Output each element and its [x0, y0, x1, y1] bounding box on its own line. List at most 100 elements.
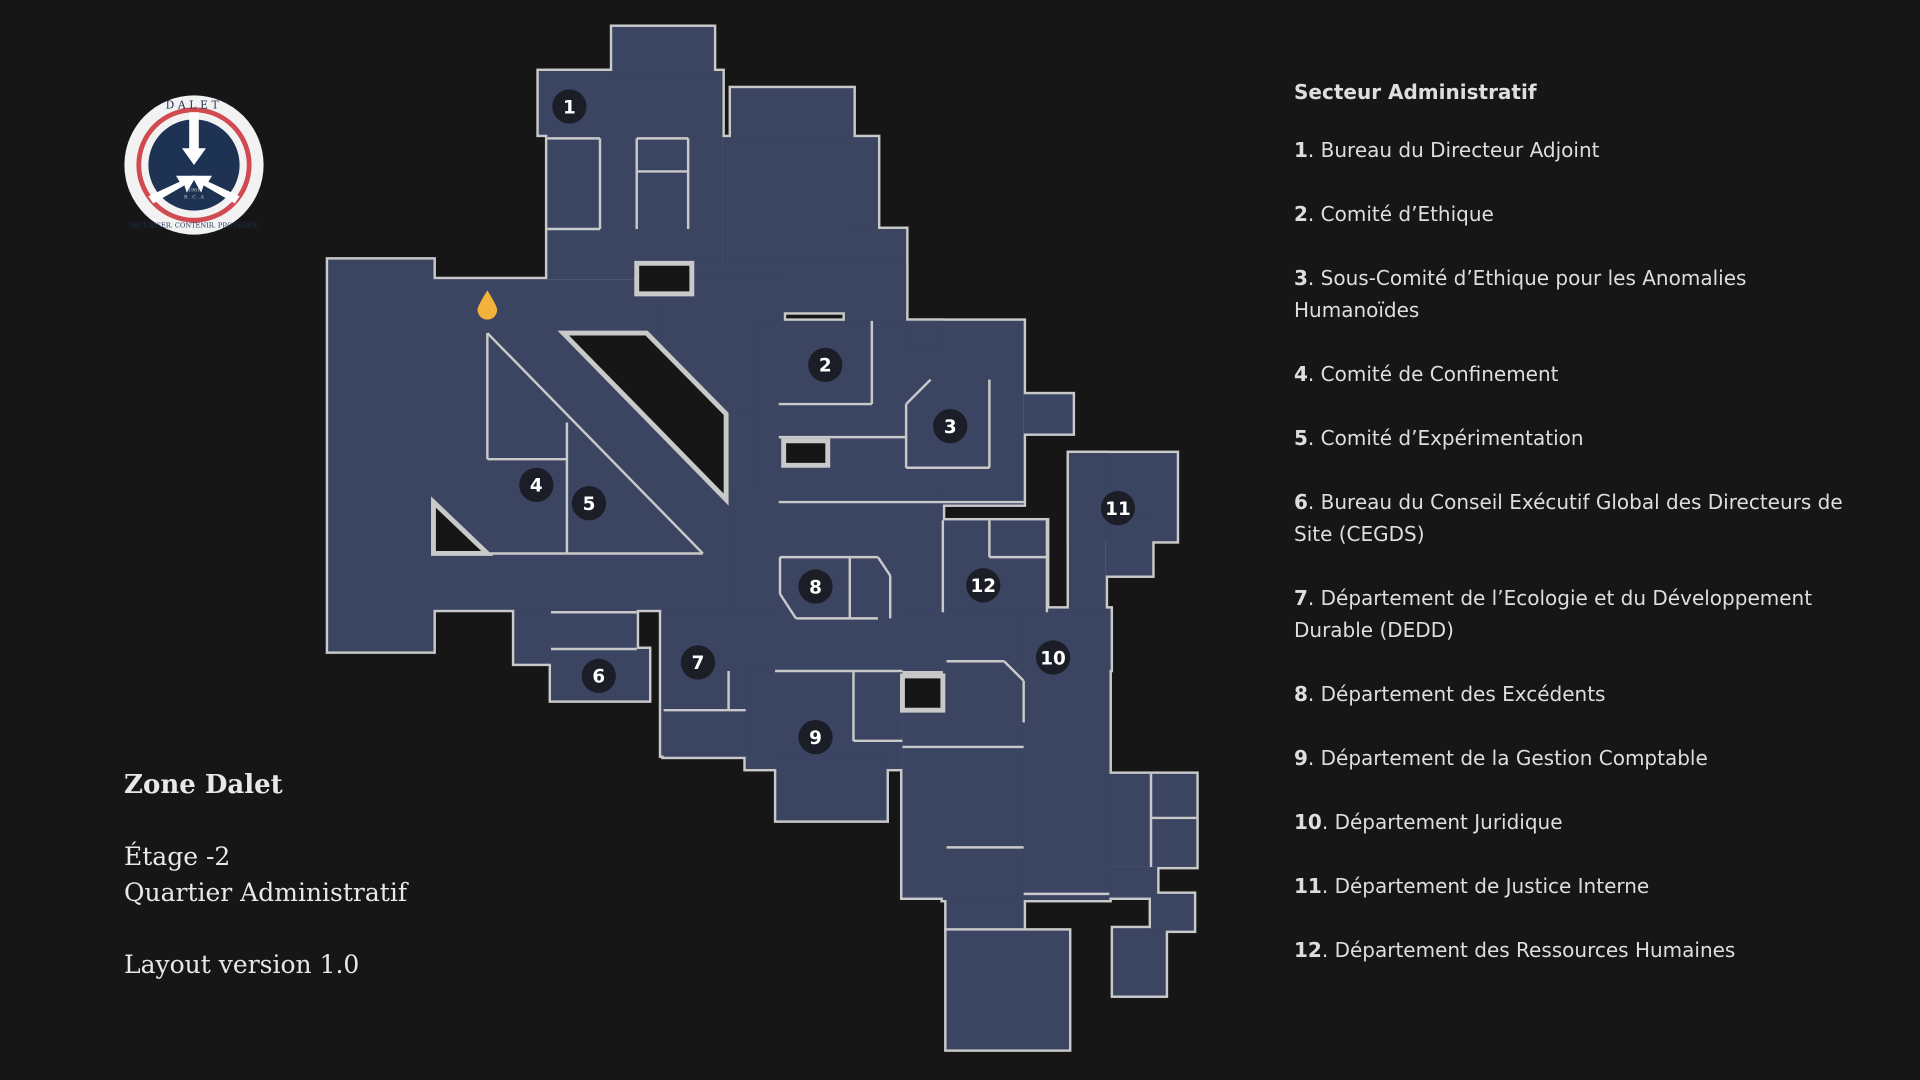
room-marker[interactable]: 9	[798, 720, 833, 755]
marker-circle	[808, 347, 843, 383]
legend-item[interactable]: 7. Département de l’Ecologie et du Dével…	[1294, 586, 1813, 642]
legend-number: 12	[1294, 938, 1322, 962]
legend-item[interactable]: 2. Comité d’Ethique	[1294, 202, 1494, 226]
room-shape	[1151, 893, 1194, 931]
legend-number: 4	[1294, 362, 1308, 386]
logo-initials: R . C . A	[184, 195, 204, 201]
marker-circle	[581, 658, 616, 694]
room-marker[interactable]: 3	[933, 408, 968, 444]
logo-year: 1961	[188, 187, 200, 193]
marker-number: 10	[1040, 648, 1066, 669]
marker-number: 7	[692, 653, 705, 674]
marker-circle	[680, 645, 716, 680]
legend-item[interactable]: 12. Département des Ressources Humaines	[1294, 938, 1736, 962]
legend-item[interactable]: 8. Département des Excédents	[1294, 682, 1606, 706]
legend-item[interactable]: 6. Bureau du Conseil Exécutif Global des…	[1294, 490, 1843, 546]
legend-item[interactable]: 1. Bureau du Directeur Adjoint	[1294, 138, 1600, 162]
legend-item[interactable]: 4. Comité de Confinement	[1294, 362, 1559, 386]
legend-label: Comité d’Ethique	[1320, 202, 1494, 226]
marker-number: 12	[970, 576, 996, 597]
room-shape	[745, 671, 903, 769]
void-area	[781, 438, 831, 468]
marker-number: 9	[809, 728, 822, 749]
marker-circle	[966, 568, 1001, 603]
marker-circle	[1100, 491, 1136, 526]
room-marker[interactable]: 5	[571, 486, 607, 521]
void-area	[900, 673, 946, 713]
marker-circle	[933, 408, 968, 444]
legend-item[interactable]: 9. Département de la Gestion Comptable	[1294, 746, 1708, 770]
legend-number: 2	[1294, 202, 1308, 226]
room-shape	[1023, 394, 1073, 434]
room-shape	[1108, 866, 1158, 898]
legend-item[interactable]: 10. Département Juridique	[1294, 810, 1563, 834]
location-pin-icon[interactable]	[477, 290, 498, 320]
marker-number: 1	[563, 97, 576, 118]
room-shape	[946, 930, 1069, 1050]
legend-label: Département des Ressources Humaines	[1334, 938, 1736, 962]
room-marker[interactable]: 10	[1035, 640, 1071, 675]
room-marker[interactable]: 4	[519, 467, 554, 503]
marker-circle	[798, 569, 833, 604]
room-marker[interactable]: 8	[798, 569, 833, 604]
room-shape	[1113, 928, 1166, 996]
room-marker[interactable]: 1	[552, 89, 587, 124]
legend-number: 6	[1294, 490, 1308, 514]
legend-label: Département des Excédents	[1320, 682, 1606, 706]
legend-number: 10	[1294, 810, 1322, 834]
dalet-logo: DALET SECURISER. CONTENIR. PROTEGER. 196…	[124, 95, 264, 235]
legend-label: Bureau du Directeur Adjoint	[1320, 138, 1600, 162]
legend-label: Comité d’Expérimentation	[1320, 426, 1584, 450]
legend-item[interactable]: 5. Comité d’Expérimentation	[1294, 426, 1584, 450]
room-shape	[328, 259, 434, 652]
marker-circle	[571, 486, 607, 521]
room-shape	[946, 897, 1024, 929]
legend-label: Sous-Comité d’Ethique pour les Anomalies…	[1294, 266, 1747, 322]
room-marker[interactable]: 6	[581, 658, 616, 694]
marker-circle	[552, 89, 587, 124]
interior-wall	[905, 378, 932, 405]
legend-number: 11	[1294, 874, 1322, 898]
interior-wall	[876, 556, 892, 577]
marker-circle	[1035, 640, 1071, 675]
legend-label: Comité de Confinement	[1320, 362, 1559, 386]
room-marker[interactable]: 11	[1100, 491, 1136, 526]
room-shape	[663, 710, 746, 757]
marker-number: 2	[819, 356, 832, 377]
logo-top-text: DALET	[166, 99, 223, 112]
legend-item[interactable]: 11. Département de Justice Interne	[1294, 874, 1650, 898]
room-shape	[776, 759, 887, 821]
zone-title: Zone Dalet	[124, 770, 283, 800]
legend-item[interactable]: 3. Sous-Comité d’Ethique pour les Anomal…	[1294, 266, 1747, 322]
layout-version: Layout version 1.0	[124, 950, 360, 979]
legend-number: 5	[1294, 426, 1308, 450]
legend-number: 3	[1294, 266, 1308, 290]
interior-wall	[778, 593, 797, 620]
logo-motto: SECURISER. CONTENIR. PROTEGER.	[129, 221, 259, 229]
legend-label: Département Juridique	[1334, 810, 1563, 834]
room-shape	[906, 320, 943, 346]
marker-number: 4	[530, 476, 543, 497]
marker-circle	[519, 467, 554, 503]
legend-title: Secteur Administratif	[1294, 80, 1537, 104]
marker-circle	[798, 720, 833, 755]
room-marker[interactable]: 2	[808, 347, 843, 383]
legend-number: 1	[1294, 138, 1308, 162]
marker-number: 6	[592, 667, 605, 688]
room-marker[interactable]: 12	[966, 568, 1001, 603]
room-shape	[902, 710, 1025, 898]
marker-number: 8	[809, 577, 822, 598]
floor-label: Étage -2	[124, 842, 231, 871]
legend-label: Département de Justice Interne	[1334, 874, 1650, 898]
legend-label: Département de l’Ecologie et du Développ…	[1294, 586, 1813, 642]
legend-number: 8	[1294, 682, 1308, 706]
void-area	[634, 260, 695, 297]
room-shape	[759, 320, 1024, 505]
legend-label: Département de la Gestion Comptable	[1320, 746, 1708, 770]
room-marker[interactable]: 7	[680, 645, 716, 680]
marker-number: 3	[944, 417, 957, 438]
legend-label: Bureau du Conseil Exécutif Global des Di…	[1294, 490, 1843, 546]
marker-number: 11	[1105, 499, 1131, 520]
legend-number: 7	[1294, 586, 1308, 610]
